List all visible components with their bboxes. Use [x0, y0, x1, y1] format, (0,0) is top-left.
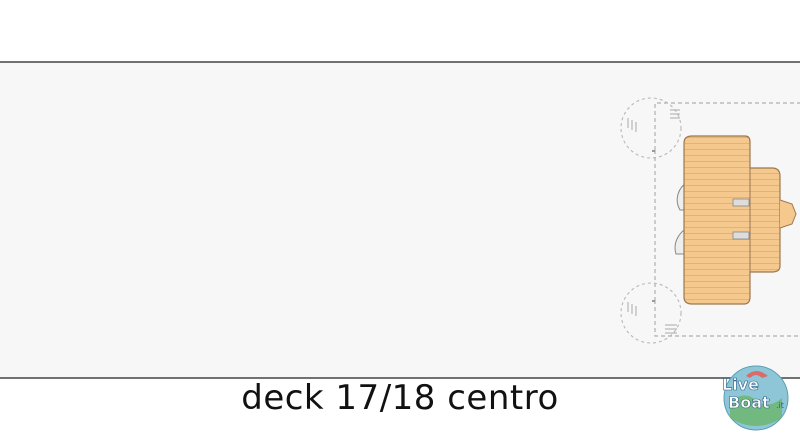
liveboat-logo-icon: Live Boat .it: [722, 365, 789, 431]
liveboat-logo: Live Boat .it: [714, 356, 798, 436]
logo-text-live: Live: [722, 375, 759, 394]
bow-structure: [779, 199, 797, 229]
dashed-railing-outline: [654, 102, 800, 337]
deck-steps-upper: [732, 198, 750, 207]
logo-text-boat: Boat: [728, 393, 770, 412]
dashed-lounge-top: [620, 97, 682, 159]
logo-text-suffix: .it: [776, 401, 784, 410]
hull-area: [0, 61, 800, 379]
lounge-furniture: [627, 109, 680, 334]
wooden-deck-main: [683, 135, 781, 305]
railing-posts: [652, 150, 655, 302]
deck-steps-lower: [732, 231, 750, 240]
dashed-lounge-bottom: [620, 282, 682, 344]
deck-caption: deck 17/18 centro: [241, 378, 559, 418]
